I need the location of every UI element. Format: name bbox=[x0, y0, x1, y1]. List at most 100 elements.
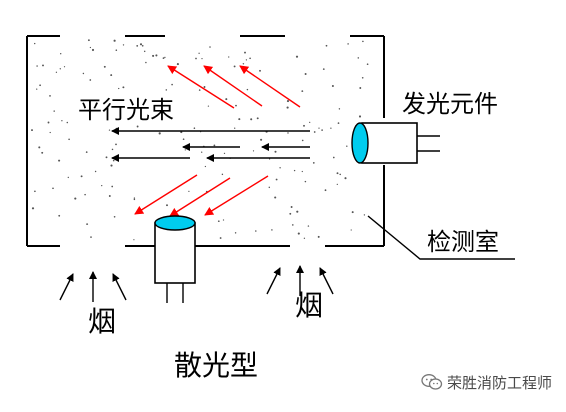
smoke-particle bbox=[155, 54, 158, 57]
scatter-type-caption: 散光型 bbox=[174, 349, 259, 382]
smoke-particle bbox=[318, 127, 320, 129]
smoke-particle bbox=[36, 88, 38, 90]
smoke-particle bbox=[290, 206, 293, 208]
smoke-arrow bbox=[59, 273, 74, 301]
scatter-arrow bbox=[134, 174, 198, 215]
smoke-particle bbox=[34, 42, 36, 45]
smoke-particle bbox=[111, 185, 114, 188]
smoke-particle bbox=[330, 127, 332, 129]
watermark: 荣胜消防工程师 bbox=[421, 372, 552, 392]
smoke-particle bbox=[296, 210, 299, 213]
smoke-particle bbox=[49, 131, 51, 134]
scatter-arrows-top bbox=[167, 65, 301, 109]
smoke-particle bbox=[52, 187, 54, 190]
smoke-particle bbox=[42, 64, 44, 67]
smoke-particle bbox=[207, 105, 210, 107]
smoke-particle bbox=[182, 138, 185, 141]
smoke-particle bbox=[166, 204, 168, 207]
smoke-particle bbox=[82, 72, 85, 75]
wechat-icon bbox=[421, 374, 443, 390]
smoke-particle bbox=[111, 148, 114, 151]
smoke-particle bbox=[312, 162, 315, 164]
smoke-particle bbox=[53, 110, 55, 112]
smoke-particle bbox=[325, 44, 328, 47]
smoke-particle bbox=[55, 71, 58, 73]
smoke-particle bbox=[165, 89, 168, 91]
smoke-particle bbox=[255, 230, 257, 232]
smoke-particle bbox=[34, 190, 36, 193]
scatter-arrow bbox=[204, 175, 269, 216]
smoke-particle bbox=[303, 124, 305, 127]
smoke-particle bbox=[110, 164, 113, 167]
smoke-particle bbox=[122, 86, 125, 89]
smoke-particle bbox=[337, 122, 340, 124]
smoke-particle bbox=[66, 121, 69, 124]
smoke-particle bbox=[108, 195, 111, 197]
smoke-particle bbox=[31, 129, 33, 132]
smoke-particle bbox=[346, 145, 348, 147]
smoke-particle bbox=[234, 232, 237, 234]
smoke-particle bbox=[322, 68, 325, 70]
smoke-particle bbox=[332, 156, 335, 159]
smoke-particle bbox=[176, 63, 179, 66]
smoke-particle bbox=[113, 39, 116, 42]
smoke-particle bbox=[222, 219, 225, 221]
smoke-particle bbox=[89, 46, 92, 49]
smoke-particle bbox=[361, 76, 364, 79]
smoke-particle bbox=[201, 58, 203, 60]
smoke-particle bbox=[301, 170, 303, 173]
smoke-particle bbox=[228, 56, 230, 58]
smoke-particle bbox=[39, 84, 41, 87]
smoke-particle bbox=[245, 59, 248, 61]
smoke-particle bbox=[41, 151, 44, 154]
smoke-particle bbox=[271, 229, 273, 231]
smoke-particle bbox=[61, 120, 63, 122]
smoke-particle bbox=[221, 173, 224, 176]
smoke-particle bbox=[317, 235, 320, 238]
smoke-particle bbox=[164, 56, 166, 59]
smoke-particle bbox=[313, 131, 316, 133]
smoke-particle bbox=[133, 239, 135, 241]
smoke-particle bbox=[336, 183, 338, 186]
smoke-particle bbox=[213, 144, 216, 147]
smoke-particle bbox=[304, 73, 307, 75]
smoke-particle bbox=[110, 74, 113, 77]
smoke-particle bbox=[198, 52, 200, 54]
parallel-beam-arrows bbox=[111, 127, 310, 162]
smoke-particle bbox=[336, 172, 339, 175]
smoke-label-right: 烟 bbox=[295, 289, 324, 322]
smoke-particle bbox=[84, 193, 86, 196]
smoke-particle bbox=[91, 48, 95, 52]
smoke-particle bbox=[94, 170, 97, 173]
smoke-particle bbox=[223, 152, 226, 155]
smoke-particle bbox=[203, 86, 206, 88]
smoke-particle bbox=[195, 57, 197, 60]
smoke-particle bbox=[344, 177, 347, 180]
smoke-particle bbox=[303, 237, 306, 239]
smoke-particle bbox=[252, 150, 255, 152]
smoke-particle bbox=[301, 90, 304, 93]
smoke-particle bbox=[113, 215, 116, 218]
smoke-particle bbox=[136, 45, 139, 47]
light-receiver bbox=[154, 215, 196, 303]
smoke-particle bbox=[295, 55, 299, 58]
smoke-particle bbox=[115, 127, 118, 130]
smoke-particle bbox=[362, 40, 364, 43]
smoke-particle bbox=[301, 139, 304, 142]
smoke-particle bbox=[225, 98, 228, 101]
smoke-arrow bbox=[112, 273, 127, 301]
smoke-particle bbox=[351, 211, 354, 214]
smoke-particle bbox=[286, 106, 289, 109]
parallel-beam-label: 平行光束 bbox=[78, 96, 174, 124]
smoke-particle bbox=[204, 165, 207, 168]
smoke-particle bbox=[184, 149, 186, 151]
smoke-particle bbox=[47, 121, 50, 124]
smoke-particle bbox=[244, 51, 246, 54]
smoke-particle bbox=[219, 237, 222, 239]
smoke-particle bbox=[338, 108, 341, 110]
smoke-particle bbox=[133, 198, 136, 201]
smoke-arrow bbox=[319, 267, 334, 295]
smoke-particle bbox=[324, 189, 327, 192]
